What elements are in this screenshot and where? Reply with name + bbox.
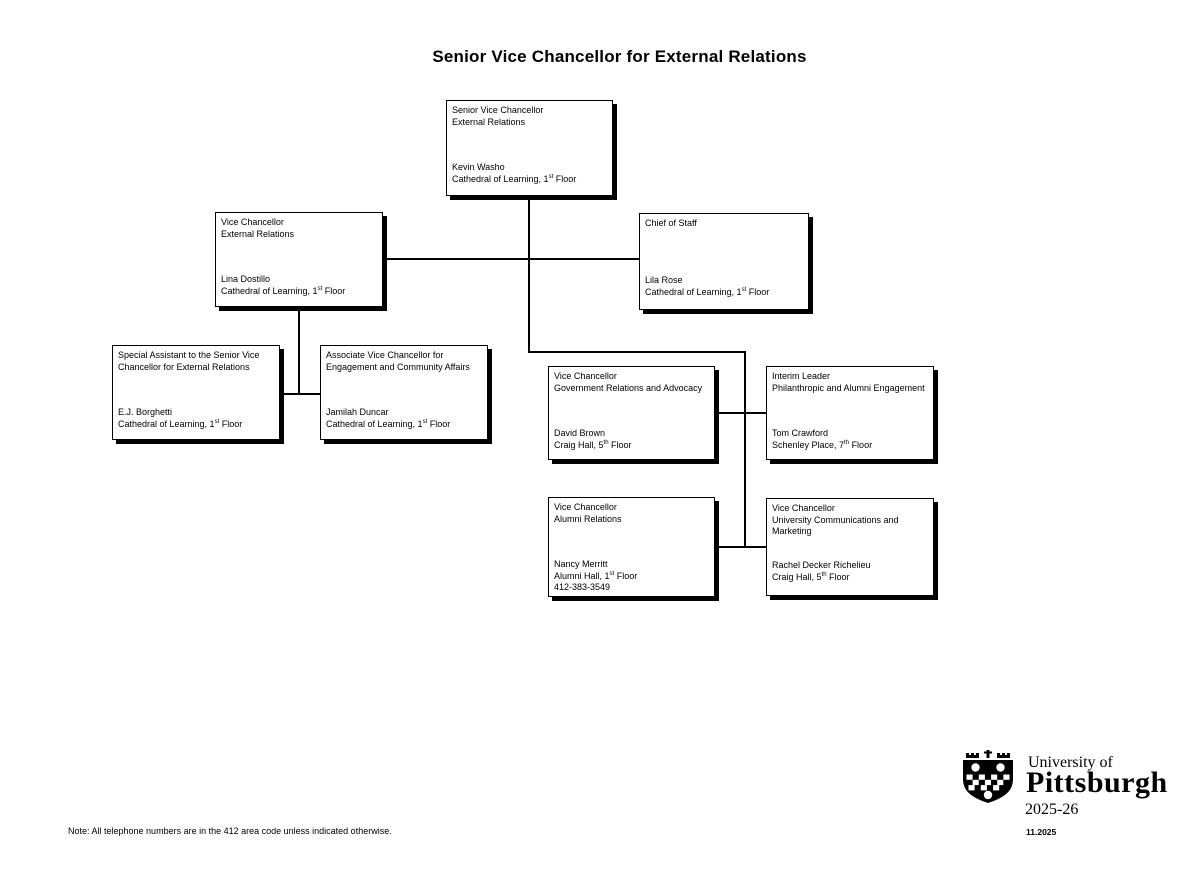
box-title-line: Senior Vice Chancellor [452, 105, 544, 115]
box-title-line: External Relations [452, 116, 526, 127]
org-box-special-assistant: Special Assistant to the Senior Vice Cha… [112, 345, 280, 440]
org-box-vice-chancellor-external-relations: Vice Chancellor External Relations Lina … [215, 212, 383, 307]
box-title-line: Marketing [772, 526, 812, 536]
box-title-line: Vice Chancellor [772, 503, 835, 513]
footnote: Note: All telephone numbers are in the 4… [68, 826, 392, 836]
person-location: Craig Hall, 5th Floor [772, 571, 850, 582]
logo-institution-line1: University of [1028, 754, 1113, 771]
box-title-line: External Relations [221, 228, 295, 239]
person-location: Cathedral of Learning, 1st Floor [118, 418, 243, 429]
box-title-line: Vice Chancellor [221, 217, 284, 227]
box-person: Nancy Merritt Alumni Hall, 1st Floor 412… [554, 559, 711, 594]
box-person: E.J. Borghetti Cathedral of Learning, 1s… [118, 407, 276, 430]
box-title-line: Associate Vice Chancellor for [326, 350, 444, 360]
box-title: Vice Chancellor Government Relations and… [554, 371, 711, 394]
box-title-line: University Communications and [772, 514, 899, 525]
box-person: Kevin Washo Cathedral of Learning, 1st F… [452, 162, 609, 185]
person-name: David Brown [554, 428, 606, 438]
person-location: Cathedral of Learning, 1st Floor [452, 173, 577, 184]
box-title-line: Special Assistant to the Senior Vice [118, 350, 260, 360]
box-person: Jamilah Duncar Cathedral of Learning, 1s… [326, 407, 484, 430]
logo-institution-line2: Pittsburgh [1026, 766, 1168, 799]
box-person: Rachel Decker Richelieu Craig Hall, 5th … [772, 560, 930, 583]
person-name: Kevin Washo [452, 162, 505, 172]
box-title: Chief of Staff [645, 218, 805, 230]
person-phone: 412-383-3549 [554, 582, 611, 592]
person-location: Cathedral of Learning, 1st Floor [645, 286, 770, 297]
person-name: E.J. Borghetti [118, 407, 173, 417]
box-title: Senior Vice Chancellor External Relation… [452, 105, 609, 128]
box-title-line: Vice Chancellor [554, 502, 617, 512]
box-title-line: Philanthropic and Alumni Engagement [772, 382, 925, 393]
connector-line-left-horizontal [279, 393, 322, 395]
connector-line-right-vertical [744, 351, 746, 548]
box-title-line: Interim Leader [772, 371, 831, 381]
box-title-line: Alumni Relations [554, 513, 622, 524]
org-box-interim-leader-philanthropic: Interim Leader Philanthropic and Alumni … [766, 366, 934, 460]
person-location: Alumni Hall, 1st Floor [554, 570, 638, 581]
logo-year: 2025-26 [1025, 801, 1079, 818]
box-title: Special Assistant to the Senior Vice Cha… [118, 350, 276, 373]
box-title-line: Chancellor for External Relations [118, 361, 250, 372]
version-date: 11.2025 [1026, 827, 1057, 837]
box-person: Lila Rose Cathedral of Learning, 1st Flo… [645, 275, 805, 298]
org-box-vc-university-communications: Vice Chancellor University Communication… [766, 498, 934, 596]
connector-line-top-vertical [528, 196, 530, 353]
box-title-line: Engagement and Community Affairs [326, 361, 470, 372]
box-title: Vice Chancellor External Relations [221, 217, 379, 240]
org-box-vc-alumni-relations: Vice Chancellor Alumni Relations Nancy M… [548, 497, 715, 597]
box-person: David Brown Craig Hall, 5th Floor [554, 428, 711, 451]
box-title-line: Vice Chancellor [554, 371, 617, 381]
connector-line-left-vertical [298, 307, 300, 395]
connector-line-stub-row2 [715, 412, 766, 414]
box-title: Associate Vice Chancellor for Engagement… [326, 350, 484, 373]
person-name: Rachel Decker Richelieu [772, 560, 871, 570]
box-title-line: Government Relations and Advocacy [554, 382, 703, 393]
person-location: Schenley Place, 7th Floor [772, 439, 873, 450]
box-title: Interim Leader Philanthropic and Alumni … [772, 371, 930, 394]
org-box-vc-government-relations: Vice Chancellor Government Relations and… [548, 366, 715, 460]
person-location: Cathedral of Learning, 1st Floor [221, 285, 346, 296]
person-name: Nancy Merritt [554, 559, 608, 569]
box-person: Tom Crawford Schenley Place, 7th Floor [772, 428, 930, 451]
org-box-chief-of-staff: Chief of Staff Lila Rose Cathedral of Le… [639, 213, 809, 310]
connector-line-stub-row3 [715, 546, 766, 548]
box-title-line: Chief of Staff [645, 218, 697, 228]
person-location: Craig Hall, 5th Floor [554, 439, 632, 450]
box-person: Lina Dostillo Cathedral of Learning, 1st… [221, 274, 379, 297]
box-title: Vice Chancellor Alumni Relations [554, 502, 711, 525]
connector-line-row1-horizontal [383, 258, 639, 260]
person-name: Lila Rose [645, 275, 683, 285]
connector-line-mid-horizontal [528, 351, 746, 353]
person-name: Lina Dostillo [221, 274, 271, 284]
box-title: Vice Chancellor University Communication… [772, 503, 930, 538]
person-name: Tom Crawford [772, 428, 829, 438]
org-box-senior-vice-chancellor: Senior Vice Chancellor External Relation… [446, 100, 613, 196]
page-title: Senior Vice Chancellor for External Rela… [432, 47, 807, 66]
person-name: Jamilah Duncar [326, 407, 389, 417]
university-logo: University of Pittsburgh 2025-26 11.2025 [962, 746, 1172, 841]
pitt-shield-icon [963, 750, 1013, 803]
org-box-associate-vc-engagement: Associate Vice Chancellor for Engagement… [320, 345, 488, 440]
person-location: Cathedral of Learning, 1st Floor [326, 418, 451, 429]
